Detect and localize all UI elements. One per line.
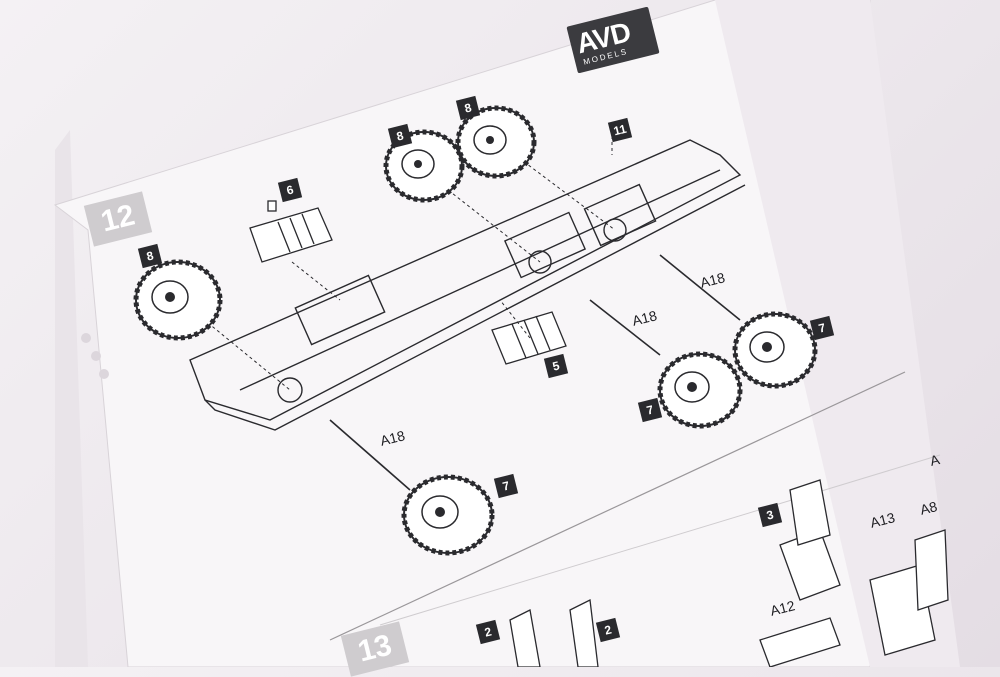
wheel-bottom-left	[401, 474, 495, 556]
binder-hole	[99, 369, 109, 379]
step13-parts	[509, 479, 949, 667]
wheel-rear-top-right	[455, 105, 537, 179]
step-divider-light	[379, 454, 941, 626]
wheel-rear-top-left	[383, 129, 465, 203]
step-divider	[329, 371, 906, 641]
right-page	[53, 0, 871, 667]
fuel-tank-6	[249, 200, 333, 263]
axles	[329, 254, 741, 491]
wheel-far-right	[732, 311, 818, 389]
wheel-mid-right	[657, 351, 743, 429]
wheel-front-left	[133, 259, 223, 341]
binder-hole	[91, 351, 101, 361]
binder-hole	[81, 333, 91, 343]
fuel-tank-5	[491, 311, 567, 365]
page-shadow-edge	[715, 0, 960, 667]
left-page	[55, 130, 88, 667]
chassis-frame	[189, 139, 746, 431]
